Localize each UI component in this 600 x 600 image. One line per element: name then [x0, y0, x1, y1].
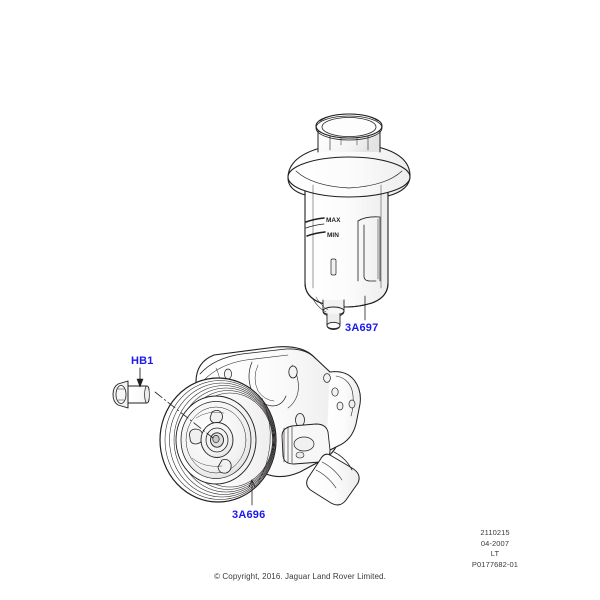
svg-text:MIN: MIN [327, 232, 339, 239]
callout-bolt[interactable]: HB1 [131, 355, 154, 367]
level-marks: MAX MIN [305, 217, 341, 239]
svg-text:MAX: MAX [326, 217, 341, 224]
footer-metadata: 2110215 04-2007 LT P0177682-01 [400, 528, 590, 570]
pulley [159, 377, 277, 503]
reservoir-assembly: MAX MIN [287, 113, 411, 330]
drawing-number: 2110215 [480, 528, 510, 537]
drawing-code: LT [490, 549, 500, 558]
callout-pump[interactable]: 3A696 [232, 509, 266, 521]
figure-id: P0177682-01 [471, 559, 519, 569]
pulley-bolt [112, 367, 214, 439]
callout-reservoir[interactable]: 3A697 [345, 322, 379, 334]
drawing-date: 04-2007 [480, 538, 510, 548]
copyright-notice: © Copyright, 2016. Jaguar Land Rover Lim… [214, 572, 386, 581]
power-steering-pump-assembly [159, 346, 361, 506]
